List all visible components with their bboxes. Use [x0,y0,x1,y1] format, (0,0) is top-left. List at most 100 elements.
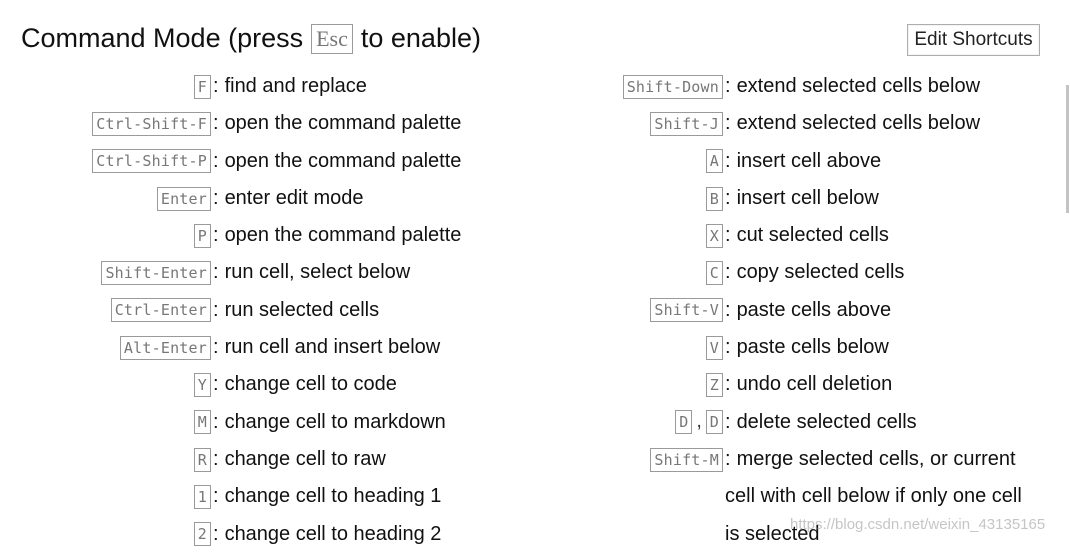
key-separator: , [696,411,702,433]
shortcut-description-text: copy selected cells [736,261,905,284]
shortcut-description-text: extend selected cells below [736,75,981,97]
colon: : [725,186,731,209]
colon: : [213,410,219,433]
shortcut-row: F:find and replace [0,68,513,105]
shortcut-row: is selected [523,516,1045,553]
shortcut-description: :undo cell deletion [723,366,1045,403]
shortcut-description: :enter edit mode [211,180,513,217]
shortcut-row: Ctrl-Shift-P:open the command palette [0,143,513,180]
shortcut-description: :open the command palette [211,217,513,254]
shortcut-description-text: run selected cells [224,298,380,321]
shortcut-description-text: change cell to heading 2 [224,522,442,545]
shortcut-description: :run selected cells [211,292,513,329]
colon: : [725,373,731,396]
scrollbar-thumb[interactable] [1066,85,1069,213]
shortcut-row: Shift-Enter:run cell, select below [0,254,513,291]
colon: : [213,149,219,172]
colon: : [213,261,219,284]
shortcut-description-text: open the command palette [224,224,462,247]
shortcut-description: :copy selected cells [723,254,1045,291]
shortcut-description: :open the command palette [211,105,513,142]
shortcut-description: :merge selected cells, or current [723,441,1045,478]
shortcut-key: C [705,261,723,286]
shortcut-key: 2 [193,522,211,547]
shortcut-description-text: paste cells below [736,336,889,359]
shortcut-key: Ctrl-Enter [110,298,211,323]
shortcut-description: :insert cell below [723,180,1045,217]
shortcut-description-text: paste cells above [736,298,892,321]
colon: : [725,112,731,135]
shortcut-row: B:insert cell below [523,180,1045,217]
shortcut-description: :paste cells below [723,329,1045,366]
shortcut-key: Y [193,373,211,398]
colon: : [725,410,731,433]
shortcut-keys: Z [523,366,723,403]
shortcut-row: Ctrl-Shift-F:open the command palette [0,105,513,142]
colon: : [213,112,219,135]
shortcut-row: R:change cell to raw [0,441,513,478]
shortcut-keys: M [0,404,211,441]
shortcut-key: Ctrl-Shift-P [92,149,211,174]
colon: : [725,224,731,247]
title-text-before: Command Mode (press [21,23,304,53]
shortcut-description: :change cell to heading 1 [211,478,513,515]
shortcut-description-text: cut selected cells [736,224,889,247]
shortcut-description: :cut selected cells [723,217,1045,254]
shortcut-row: Shift-M:merge selected cells, or current [523,441,1045,478]
shortcut-key: Alt-Enter [119,335,211,360]
colon: : [725,336,731,359]
shortcut-keys: 2 [0,516,211,553]
shortcut-keys: X [523,217,723,254]
shortcut-row: cell with cell below if only one cell [523,478,1045,515]
shortcut-description-text: open the command palette [224,149,462,172]
shortcut-description: is selected [723,516,1045,553]
shortcut-row: P:open the command palette [0,217,513,254]
colon: : [213,224,219,247]
shortcut-keys: Shift-Enter [0,254,211,291]
shortcut-keys: Y [0,366,211,403]
shortcut-description: cell with cell below if only one cell [723,478,1045,515]
edit-shortcuts-button[interactable]: Edit Shortcuts [907,24,1040,56]
shortcut-keys: C [523,254,723,291]
shortcut-key: Shift-Enter [101,261,211,286]
shortcut-description-text: run cell and insert below [224,336,441,359]
shortcut-keys: V [523,329,723,366]
shortcut-description: :extend selected cells below [723,105,1045,142]
colon: : [725,149,731,172]
shortcut-description-text: is selected [725,522,820,545]
shortcut-keys: Shift-Down [523,68,723,105]
shortcut-key: X [705,223,723,248]
shortcut-description-text: insert cell below [736,186,879,209]
shortcut-key: A [705,149,723,174]
shortcut-row: M:change cell to markdown [0,404,513,441]
shortcut-keys: Ctrl-Enter [0,292,211,329]
shortcut-key: M [193,410,211,435]
shortcut-row: Z:undo cell deletion [523,366,1045,403]
title-text-after: to enable) [360,23,481,53]
shortcut-keys: Ctrl-Shift-P [0,143,211,180]
shortcut-row: D,D:delete selected cells [523,404,1045,441]
shortcut-row: 2:change cell to heading 2 [0,516,513,553]
shortcut-key: Enter [156,186,211,211]
colon: : [725,298,731,321]
shortcut-row: X:cut selected cells [523,217,1045,254]
shortcut-row: 1:change cell to heading 1 [0,478,513,515]
colon: : [725,447,731,470]
shortcut-keys: Enter [0,180,211,217]
shortcut-keys: A [523,143,723,180]
colon: : [213,336,219,359]
shortcut-row: Enter:enter edit mode [0,180,513,217]
shortcut-key: R [193,447,211,472]
shortcut-key: D [705,410,723,435]
shortcut-description-text: cell with cell below if only one cell [725,485,1022,508]
colon: : [213,485,219,508]
shortcut-keys: Ctrl-Shift-F [0,105,211,142]
shortcut-key: Z [705,373,723,398]
shortcut-keys: B [523,180,723,217]
shortcut-keys: Shift-M [523,441,723,478]
shortcut-key: Shift-Down [622,74,723,99]
shortcut-keys: Shift-J [523,105,723,142]
colon: : [213,447,219,470]
shortcut-description: :run cell and insert below [211,329,513,366]
